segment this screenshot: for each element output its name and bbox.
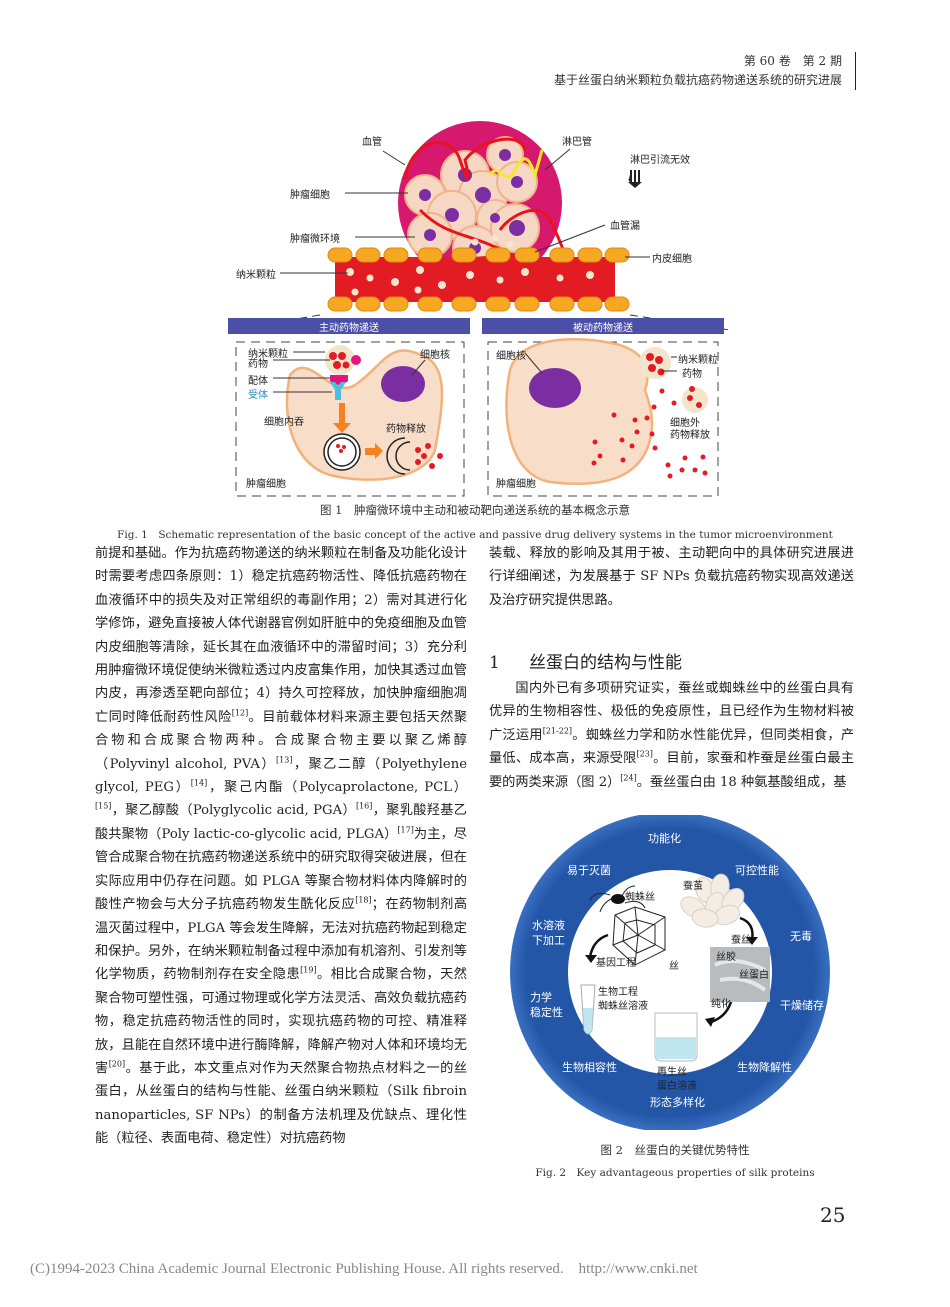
passive-drug: 药物 xyxy=(682,369,702,380)
prop-nontoxic: 无毒 xyxy=(790,930,812,943)
prop-controllable: 可控性能 xyxy=(735,864,779,877)
inner-silk: 蚕丝 xyxy=(731,935,751,946)
inner-purify: 纯化 xyxy=(711,999,731,1010)
prop-mechanical-2: 稳定性 xyxy=(530,1006,563,1019)
inner-genetic-eng: 基因工程 xyxy=(596,958,636,969)
citation[interactable]: [15] xyxy=(95,802,112,812)
inner-sericin: 丝胶 xyxy=(716,952,736,963)
citation[interactable]: [23] xyxy=(636,749,653,759)
section-number: 1 xyxy=(489,653,500,673)
passive-nucleus: 细胞核 xyxy=(496,351,526,362)
inner-regen-2: 蛋白溶液 xyxy=(657,1081,697,1092)
figure-1-caption-cn: 图 1 肿瘤微环境中主动和被动靶向递送系统的基本概念示意 xyxy=(320,503,630,517)
active-nucleus: 细胞核 xyxy=(420,350,450,361)
intro-continuation: 装载、释放的影响及其用于被、主动靶向中的具体研究进展进行详细阐述，为发展基于 S… xyxy=(489,546,854,608)
citation[interactable]: [24] xyxy=(620,773,637,783)
section-title: 丝蛋白的结构与性能 xyxy=(529,653,682,673)
active-drug: 药物 xyxy=(248,359,268,370)
prop-biocompatible: 生物相容性 xyxy=(562,1061,617,1074)
prop-biodegradable: 生物降解性 xyxy=(737,1061,792,1074)
figure-1-caption-en: Fig. 1 Schematic representation of the b… xyxy=(117,529,833,541)
prop-aqueous-1: 水溶液 xyxy=(532,919,565,932)
copyright-footer: (C)1994-2023 China Academic Journal Elec… xyxy=(30,1261,698,1277)
silk-properties-diagram xyxy=(510,812,830,1132)
passive-nanoparticle: 纳米颗粒 xyxy=(678,355,718,366)
prop-morphology: 形态多样化 xyxy=(650,1096,705,1109)
figure-2: 功能化 易于灭菌 可控性能 水溶液下加工 无毒 力学稳定性 干燥储存 生物相容性… xyxy=(505,812,835,1132)
citation[interactable]: [21-22] xyxy=(542,726,573,736)
active-endocytosis: 细胞内吞 xyxy=(264,417,304,428)
volume-issue: 第 60 卷 第 2 期 xyxy=(743,54,842,68)
inner-bio-spider: 生物工程蜘蛛丝溶液 xyxy=(598,986,648,1014)
label-endothelial: 内皮细胞 xyxy=(652,254,692,265)
passive-tumor-cell: 肿瘤细胞 xyxy=(496,479,536,490)
header-rule xyxy=(855,52,856,90)
inner-bio-spider-1: 生物工程 xyxy=(598,987,638,998)
prop-sterilize: 易于灭菌 xyxy=(567,864,611,877)
running-header: 第 60 卷 第 2 期 基于丝蛋白纳米颗粒负载抗癌药物递送系统的研究进展 xyxy=(554,52,842,90)
inner-bio-spider-2: 蜘蛛丝溶液 xyxy=(598,1001,648,1012)
active-receptor: 受体 xyxy=(248,390,268,401)
prop-mechanical-1: 力学 xyxy=(530,991,552,1004)
paragraph: 前提和基础。作为抗癌药物递送的纳米颗粒在制备及功能化设计时需要考虑四条原则：1）… xyxy=(95,546,468,1147)
citation[interactable]: [16] xyxy=(355,802,373,812)
right-column-text: 装载、释放的影响及其用于被、主动靶向中的具体研究进展进行详细阐述，为发展基于 S… xyxy=(489,542,854,612)
prop-aqueous-2: 下加工 xyxy=(532,934,565,947)
section-1-text: 国内外已有多项研究证实，蚕丝或蜘蛛丝中的丝蛋白具有优异的生物相容性、极低的免疫原… xyxy=(489,677,854,794)
active-delivery-title: 主动药物递送 xyxy=(319,323,379,334)
citation[interactable]: [14] xyxy=(190,778,208,788)
passive-delivery-title: 被动药物递送 xyxy=(573,323,633,334)
citation[interactable]: [13] xyxy=(276,755,293,765)
active-ligand: 配体 xyxy=(248,376,268,387)
paragraph: 国内外已有多项研究证实，蚕丝或蜘蛛丝中的丝蛋白具有优异的生物相容性、极低的免疫原… xyxy=(489,681,855,790)
figure-1: 血管 淋巴管 淋巴引流无效 肿瘤细胞 肿瘤微环境 血管漏 内皮细胞 纳米颗粒 主… xyxy=(220,120,740,500)
label-blood-vessel: 血管 xyxy=(362,137,382,148)
label-tumor-cell: 肿瘤细胞 xyxy=(290,190,330,201)
citation[interactable]: [19] xyxy=(300,965,317,975)
left-column-text: 前提和基础。作为抗癌药物递送的纳米颗粒在制备及功能化设计时需要考虑四条原则：1）… xyxy=(95,542,467,1151)
label-vascular-leak: 血管漏 xyxy=(610,221,640,232)
inner-fibroin: 丝蛋白 xyxy=(739,970,769,981)
inner-regenerated: 再生丝蛋白溶液 xyxy=(657,1066,697,1094)
citation[interactable]: [17] xyxy=(397,825,414,835)
figure-2-caption-cn: 图 2 丝蛋白的关键优势特性 xyxy=(600,1143,750,1157)
inner-cocoon: 蚕茧 xyxy=(683,881,703,892)
inner-spider-silk: 蜘蛛丝 xyxy=(625,892,655,903)
active-nanoparticle: 纳米颗粒 xyxy=(248,349,288,360)
citation[interactable]: [12] xyxy=(231,708,249,718)
section-heading: 1 丝蛋白的结构与性能 xyxy=(489,648,682,673)
prop-functionalization: 功能化 xyxy=(648,832,681,845)
tumor-delivery-diagram xyxy=(228,121,731,497)
prop-mechanical: 力学稳定性 xyxy=(530,990,563,1020)
passive-extracellular-2: 药物释放 xyxy=(670,430,710,441)
passive-extracellular-1: 细胞外 xyxy=(670,418,700,429)
inner-regen-1: 再生丝 xyxy=(657,1067,687,1078)
label-lymph-drainage: 淋巴引流无效 xyxy=(630,155,690,166)
running-title: 基于丝蛋白纳米颗粒负载抗癌药物递送系统的研究进展 xyxy=(553,73,842,87)
prop-aqueous: 水溶液下加工 xyxy=(532,918,565,948)
active-tumor-cell: 肿瘤细胞 xyxy=(246,479,286,490)
label-tumor-microenv: 肿瘤微环境 xyxy=(290,234,340,245)
prop-dry-storage: 干燥储存 xyxy=(780,999,824,1012)
label-lymph-vessel: 淋巴管 xyxy=(562,137,592,148)
inner-center: 丝 xyxy=(669,961,679,972)
figure-2-caption-en: Fig. 2 Key advantageous properties of si… xyxy=(535,1167,815,1179)
citation[interactable]: [18] xyxy=(355,895,372,905)
page-number: 25 xyxy=(820,1203,846,1227)
label-nanoparticle: 纳米颗粒 xyxy=(236,270,276,281)
citation[interactable]: [20] xyxy=(108,1059,126,1069)
active-drug-release: 药物释放 xyxy=(386,424,426,435)
